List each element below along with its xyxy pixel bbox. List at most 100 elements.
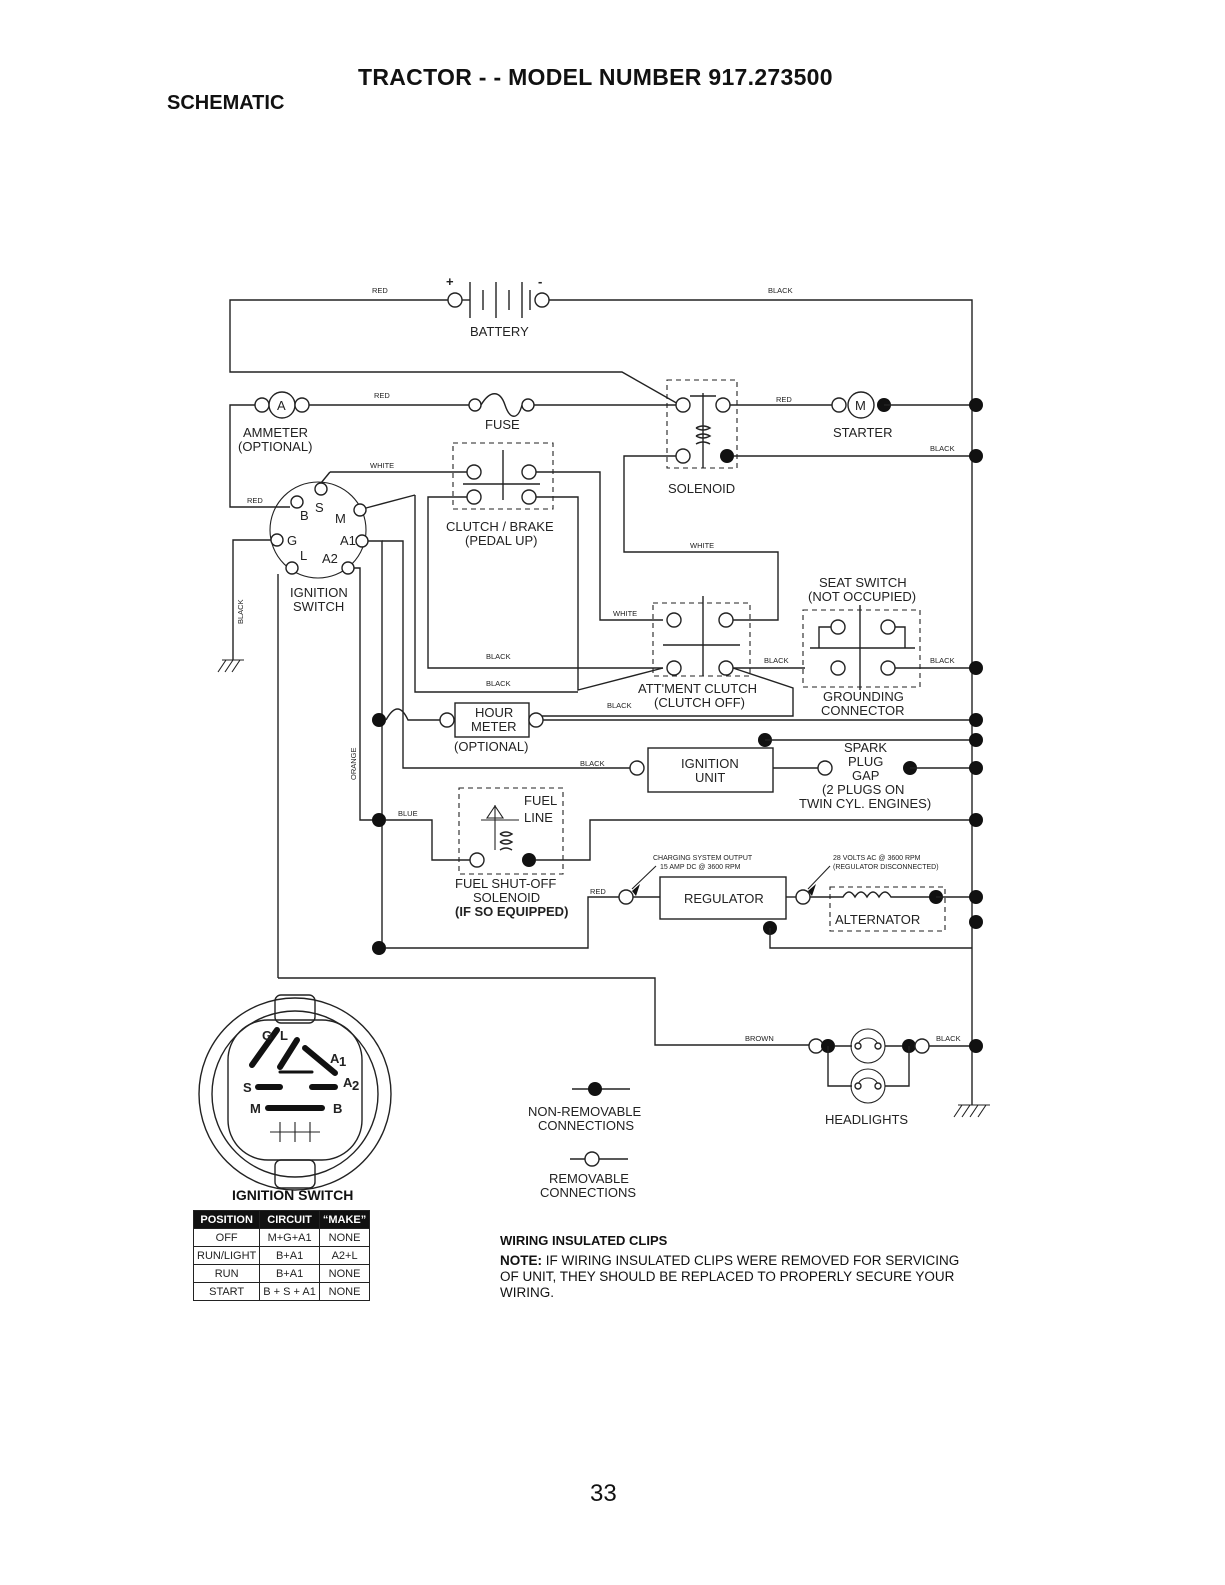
fuel-solenoid-label-2: SOLENOID [473, 890, 540, 905]
grounding-connector-sublabel: CONNECTOR [821, 703, 905, 718]
page-title: TRACTOR - - MODEL NUMBER 917.273500 [358, 64, 833, 90]
note-title: WIRING INSULATED CLIPS [500, 1233, 668, 1248]
alternator-label: ALTERNATOR [835, 912, 920, 927]
ignition-unit-sublabel: UNIT [695, 770, 725, 785]
table-cell: START [192, 1282, 261, 1301]
column-header: POSITION [192, 1210, 261, 1229]
attachment-clutch-switch: WHITE BLACK ATT'MENT CLUTCH (CLUTCH OFF)… [414, 495, 805, 717]
battery-label: BATTERY [470, 324, 529, 339]
regulator-label: REGULATOR [684, 891, 764, 906]
wiring-clips-note: WIRING INSULATED CLIPS NOTE: IF WIRING I… [500, 1233, 960, 1301]
table-row: RUN/LIGHT B+A1 A2+L [192, 1246, 371, 1265]
table-cell: OFF [192, 1228, 261, 1247]
table-row: OFF M+G+A1 NONE [192, 1228, 371, 1247]
table-cell: B+A1 [259, 1246, 320, 1265]
wire-label-white: WHITE [690, 541, 714, 550]
wire-label-red: RED [247, 496, 263, 505]
wire-label-red: RED [372, 286, 388, 295]
face-terminal-b: B [333, 1101, 342, 1116]
battery-minus-sign: - [538, 274, 542, 289]
face-terminal-l: L [280, 1028, 288, 1043]
face-terminal-a1: A [330, 1051, 340, 1066]
switch-terminal-s: S [315, 500, 324, 515]
wire-label-white: WHITE [370, 461, 394, 470]
column-header: “MAKE” [318, 1210, 371, 1229]
fuse-label: FUSE [485, 417, 520, 432]
charging-output-label-2: 15 AMP DC @ 3600 RPM [660, 864, 741, 871]
switch-to-headlight-wire [278, 977, 810, 1046]
battery-plus-sign: + [446, 274, 454, 289]
ammeter-to-switch-wire [229, 404, 290, 508]
wire-label-red: RED [776, 395, 792, 404]
spark-plug-gap: GAP [852, 768, 879, 783]
ignition-switch-schematic: B S M G A1 L A2 BLACK IGNITION SWITCH OR… [217, 471, 810, 1046]
wire-label-red: RED [374, 391, 390, 400]
note-label: NOTE: [500, 1253, 542, 1268]
spark-plug-note-2: TWIN CYL. ENGINES) [799, 796, 931, 811]
solenoid-label: SOLENOID [668, 481, 735, 496]
table-cell: RUN [192, 1264, 261, 1283]
hour-meter-label: HOUR [475, 705, 513, 720]
spark-plug-label: SPARK [844, 740, 887, 755]
wire-label-brown: BROWN [745, 1034, 774, 1043]
switch-a1-orange-wire [368, 540, 383, 948]
legend-removable: REMOVABLE [549, 1171, 629, 1186]
legend-non-removable: NON-REMOVABLE [528, 1104, 641, 1119]
fuel-line-label-2: LINE [524, 810, 553, 825]
switch-terminal-b: B [300, 508, 309, 523]
wire-label-blue: BLUE [398, 809, 418, 818]
table-cell: A2+L [318, 1246, 371, 1265]
starter: RED M STARTER BLACK [730, 391, 983, 463]
fuel-solenoid-coil [499, 831, 514, 851]
fuse: RED FUSE [309, 391, 676, 432]
switch-terminal-a2: A2 [322, 551, 338, 566]
wire-label-black: BLACK [764, 656, 789, 665]
table-cell: RUN/LIGHT [192, 1246, 261, 1265]
table-cell: NONE [318, 1264, 371, 1283]
table-cell: B+A1 [259, 1264, 320, 1283]
attment-clutch-label: ATT'MENT CLUTCH [638, 681, 757, 696]
alternator-coil [810, 891, 935, 899]
note-text: IF WIRING INSULATED CLIPS WERE REMOVED F… [500, 1253, 960, 1300]
battery-negative-terminal [534, 292, 550, 308]
starter-label: STARTER [833, 425, 892, 440]
switch-terminal-m: M [335, 511, 346, 526]
seat-switch-sublabel: (NOT OCCUPIED) [808, 589, 916, 604]
hour-meter-label-2: METER [471, 719, 517, 734]
wire-label-black: BLACK [768, 286, 793, 295]
switch-terminal-a1: A1 [340, 533, 356, 548]
wire-label-black: BLACK [236, 599, 245, 624]
fuel-solenoid-label-3: (IF SO EQUIPPED) [455, 904, 568, 919]
switch-terminal-l: L [300, 548, 307, 563]
clutch-brake-switch: WHITE CLUTCH / BRAKE (PEDAL UP) BLACK BL… [330, 442, 664, 691]
wire-label-black: BLACK [936, 1034, 961, 1043]
fuse-element [480, 393, 523, 417]
spark-plug-label-2: PLUG [848, 754, 883, 769]
ammeter-optional-label: (OPTIONAL) [238, 439, 312, 454]
wire-label-orange: ORANGE [349, 747, 358, 780]
ignition-switch-label: IGNITION [290, 585, 348, 600]
non-removable-connection-symbol [588, 1082, 602, 1096]
ignition-unit-label: IGNITION [681, 756, 739, 771]
ammeter-symbol: A [277, 398, 286, 413]
hour-meter: HOUR METER (OPTIONAL) [372, 702, 983, 754]
fuel-line-label: FUEL [524, 793, 557, 808]
clutch-brake-label: CLUTCH / BRAKE [446, 519, 554, 534]
clutch-to-attment-wire [536, 471, 663, 621]
ignition-switch-sublabel: SWITCH [293, 599, 344, 614]
headlights: BROWN BLACK HEADLIGHTS [745, 1028, 990, 1127]
section-title: SCHEMATIC [167, 92, 285, 114]
table-cell: NONE [318, 1228, 371, 1247]
wire-label-black: BLACK [580, 759, 605, 768]
switch-terminal-g: G [287, 533, 297, 548]
legend-removable-2: CONNECTIONS [540, 1185, 636, 1200]
face-terminal-s: S [243, 1080, 252, 1095]
headlights-label: HEADLIGHTS [825, 1112, 908, 1127]
seat-switch-label: SEAT SWITCH [819, 575, 907, 590]
ammeter: A AMMETER (OPTIONAL) RED [229, 391, 312, 508]
ignition-switch-face: G L A 1 A 2 S M B [198, 994, 392, 1191]
grounding-connector-label: GROUNDING [823, 689, 904, 704]
ignition-switch-table-title: IGNITION SWITCH [232, 1187, 354, 1203]
